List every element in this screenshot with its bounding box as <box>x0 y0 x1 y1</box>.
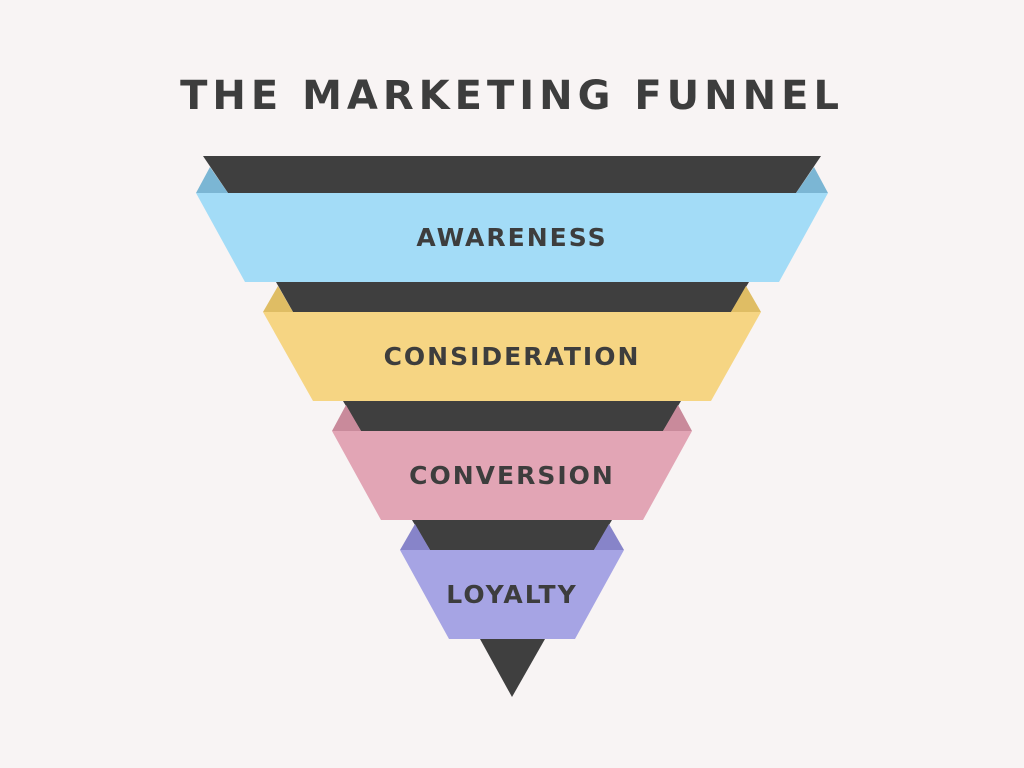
stage-label-consideration: CONSIDERATION <box>384 342 641 371</box>
funnel-body-segment-1 <box>203 156 821 193</box>
stage-fold-left-conversion <box>332 405 361 431</box>
stage-fold-left-awareness <box>196 167 228 193</box>
diagram-title: THE MARKETING FUNNEL <box>180 73 844 119</box>
stage-band-consideration <box>263 312 761 401</box>
stage-fold-right-loyalty <box>594 524 624 550</box>
funnel-tip <box>480 639 545 697</box>
stage-band-loyalty <box>400 550 624 639</box>
stage-label-awareness: AWARENESS <box>416 223 607 252</box>
stage-fold-left-consideration <box>263 286 293 312</box>
stage-band-conversion <box>332 431 692 520</box>
funnel-body-segment-2 <box>276 282 749 312</box>
stage-label-conversion: CONVERSION <box>409 461 615 490</box>
stage-fold-right-conversion <box>663 405 692 431</box>
stage-band-awareness <box>196 193 828 282</box>
stage-fold-left-loyalty <box>400 524 430 550</box>
funnel-body-segment-3 <box>343 401 681 431</box>
funnel-body-segment-4 <box>412 520 612 550</box>
stage-label-loyalty: LOYALTY <box>446 580 577 609</box>
stage-fold-right-awareness <box>796 167 828 193</box>
stage-fold-right-consideration <box>731 286 761 312</box>
